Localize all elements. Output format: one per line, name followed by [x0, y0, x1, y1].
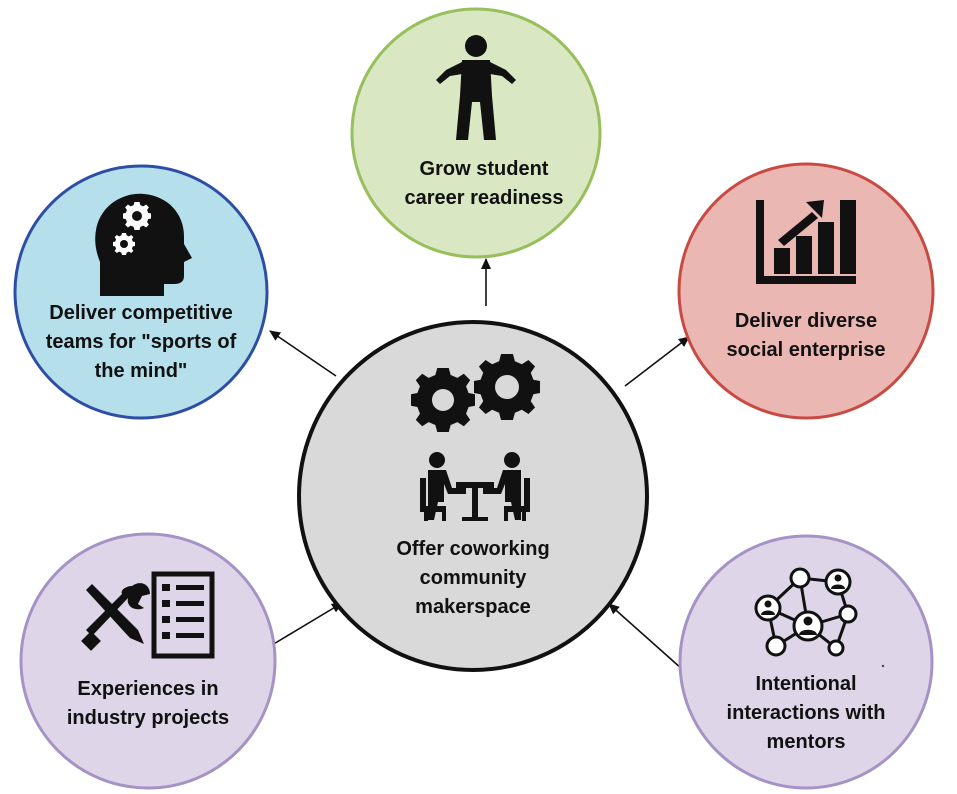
node-center-line-3: makerspace	[415, 596, 531, 618]
node-bottom-left-label: Experiences in industry projects	[67, 675, 229, 733]
arrow-from-bottom-left	[271, 602, 343, 646]
node-top-circle	[350, 7, 602, 259]
node-right-line-1: Deliver diverse	[734, 310, 878, 332]
node-left-line-1: Deliver competitive	[49, 302, 233, 324]
node-top-line-2: career readiness	[404, 187, 564, 209]
node-left-line-3: the mind"	[94, 360, 188, 382]
node-bottom-left-line-1: Experiences in	[77, 678, 219, 700]
node-right-line-2: social enterprise	[726, 339, 886, 361]
node-center-label: Offer coworking community makerspace	[396, 535, 549, 622]
arrow-to-left	[269, 330, 337, 377]
node-center-line-2: community	[419, 567, 527, 589]
speck	[881, 664, 885, 668]
arrow-to-right	[624, 336, 690, 387]
node-bottom-left-line-2: industry projects	[66, 707, 230, 729]
node-bottom-right-line-2: interactions with	[726, 702, 886, 724]
node-bottom-right-line-3: mentors	[766, 731, 846, 753]
arrow-from-bottom-right	[608, 603, 683, 670]
node-top-line-1: Grow student	[419, 158, 549, 180]
connectors	[269, 258, 690, 670]
tools-checklist-icon	[81, 571, 215, 659]
node-bottom-right-label: Intentional interactions with mentors	[727, 670, 886, 757]
node-left-line-2: teams for "sports of	[45, 331, 237, 353]
node-bottom-right-line-1: Intentional	[755, 673, 857, 695]
node-left-label: Deliver competitive teams for "sports of…	[46, 299, 237, 386]
gears-meeting-icon	[411, 354, 540, 521]
person-shrug-icon	[436, 35, 516, 140]
node-top-label: Grow student career readiness	[404, 155, 563, 213]
node-bottom-right-circle	[678, 534, 934, 790]
head-gears-icon	[95, 193, 192, 296]
network-people-icon	[754, 567, 858, 657]
node-center-line-1: Offer coworking	[396, 538, 550, 560]
node-right-label: Deliver diverse social enterprise	[727, 307, 886, 365]
node-bottom-left-circle	[19, 532, 277, 790]
node-right-circle	[677, 162, 935, 420]
bar-chart-growth-icon	[756, 200, 856, 284]
